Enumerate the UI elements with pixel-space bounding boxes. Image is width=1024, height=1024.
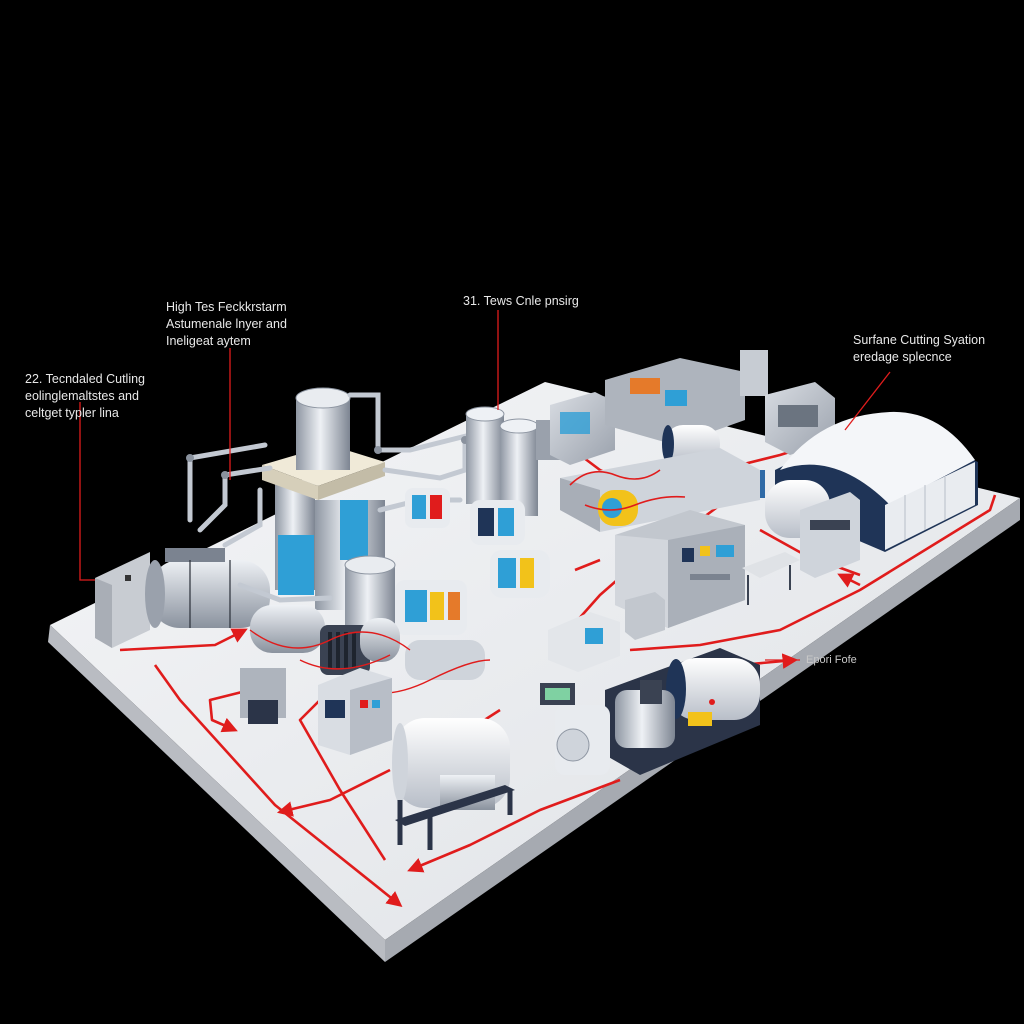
label-high-tech-system: High Tes Feckkrstarm Astumenale lnyer an… bbox=[166, 299, 287, 350]
label-line: eolinglemaltstes and bbox=[25, 389, 139, 403]
feed-tank-unit bbox=[95, 548, 270, 648]
auxiliary-unit bbox=[548, 592, 665, 672]
label-cutting-line: 22. Tecndaled Cutling eolinglemaltstes a… bbox=[25, 371, 145, 422]
label-line: celtget typler lina bbox=[25, 406, 119, 420]
label-line: 22. Tecndaled Cutling bbox=[25, 372, 145, 386]
surface-cutting-station bbox=[742, 411, 978, 605]
drum-dryer bbox=[392, 718, 515, 850]
label-exit: Epori Fofe bbox=[806, 654, 857, 666]
main-drive-motor bbox=[540, 648, 760, 775]
label-line: eredage splecnce bbox=[853, 350, 952, 364]
operator-control-box bbox=[318, 668, 392, 755]
label-line: High Tes Feckkrstarm bbox=[166, 300, 287, 314]
label-line: Ineligeat aytem bbox=[166, 334, 251, 348]
pump-and-motor-cluster bbox=[240, 605, 491, 724]
label-line: 31. Tews Cnle pnsirg bbox=[463, 294, 579, 308]
label-processing: 31. Tews Cnle pnsirg bbox=[463, 293, 579, 310]
callout-leaders bbox=[79, 310, 891, 661]
label-surface-cutting-station: Surfane Cutting Syation eredage splecnce bbox=[853, 332, 985, 366]
label-line: Astumenale lnyer and bbox=[166, 317, 287, 331]
central-extrusion-line bbox=[560, 448, 760, 532]
mixing-modules bbox=[395, 488, 550, 635]
silo-cluster bbox=[262, 387, 396, 635]
label-line: Surfane Cutting Syation bbox=[853, 333, 986, 347]
